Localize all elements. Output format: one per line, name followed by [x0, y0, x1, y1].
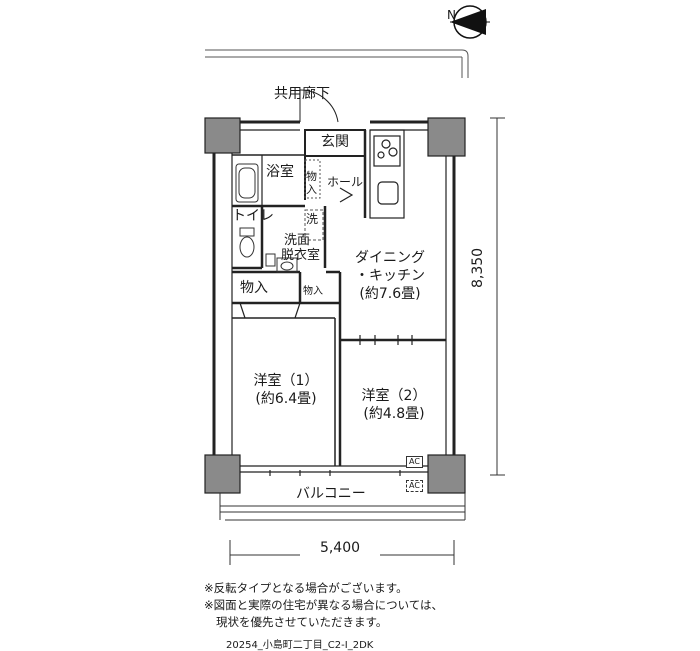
- dining-kitchen-label-1: ダイニング: [355, 250, 425, 266]
- bathtub-icon: [235, 163, 259, 203]
- compass-icon: [450, 5, 490, 39]
- footer-code: 20254_小島町二丁目_C2-I_2DK: [226, 640, 374, 651]
- wall-lines: [212, 120, 456, 473]
- note-line-3: 現状を優先させていただきます。: [216, 615, 388, 629]
- door-marks: [239, 302, 413, 476]
- washroom-label-2: 脱衣室: [281, 248, 321, 263]
- ac-outdoor-label: AC: [406, 480, 423, 492]
- storage-hall-label: 物入: [306, 170, 317, 196]
- storage-hall-box: [304, 159, 321, 199]
- compass-north-label: N: [447, 8, 456, 22]
- dimension-lines: [229, 117, 505, 565]
- storage-left-label: 物入: [240, 280, 268, 296]
- dining-kitchen-label-2: ・キッチン: [355, 268, 425, 284]
- outer-walls: [204, 117, 466, 494]
- room2-label: 洋室（2）: [361, 388, 427, 404]
- entrance-label: 玄関: [321, 134, 349, 150]
- washbasin-icon: [265, 253, 298, 273]
- balcony: [219, 493, 466, 521]
- entry-arrow: [339, 187, 354, 203]
- bath-label: 浴室: [266, 164, 294, 180]
- storage-small-label: 物入: [303, 286, 323, 297]
- hall-label: ホール: [327, 175, 364, 189]
- depth-dimension: 8,350: [470, 247, 488, 288]
- room1-label: 洋室（1）: [253, 373, 319, 389]
- note-line-2: ※図面と実際の住宅が異なる場合については、: [204, 598, 444, 612]
- width-dimension: 5,400: [300, 540, 380, 558]
- room2-area: (約4.8畳): [363, 406, 425, 422]
- toilet-label: トイレ: [232, 208, 274, 224]
- washroom-label-1: 洗面: [284, 233, 311, 248]
- corridor-edge: [205, 49, 469, 78]
- note-line-1: ※反転タイプとなる場合がございます。: [204, 581, 408, 595]
- kitchen-counter: [369, 129, 405, 219]
- ac-indoor-label: AC: [406, 456, 423, 468]
- room1-area: (約6.4畳): [255, 391, 317, 407]
- dining-kitchen-area: (約7.6畳): [359, 286, 421, 302]
- washing-machine-space: [304, 209, 324, 241]
- entrance: [299, 89, 367, 218]
- toilet-icon: [239, 227, 255, 258]
- balcony-label: バルコニー: [296, 486, 366, 502]
- wash-mark-label: 洗: [306, 212, 319, 226]
- corridor-label: 共用廊下: [274, 86, 330, 102]
